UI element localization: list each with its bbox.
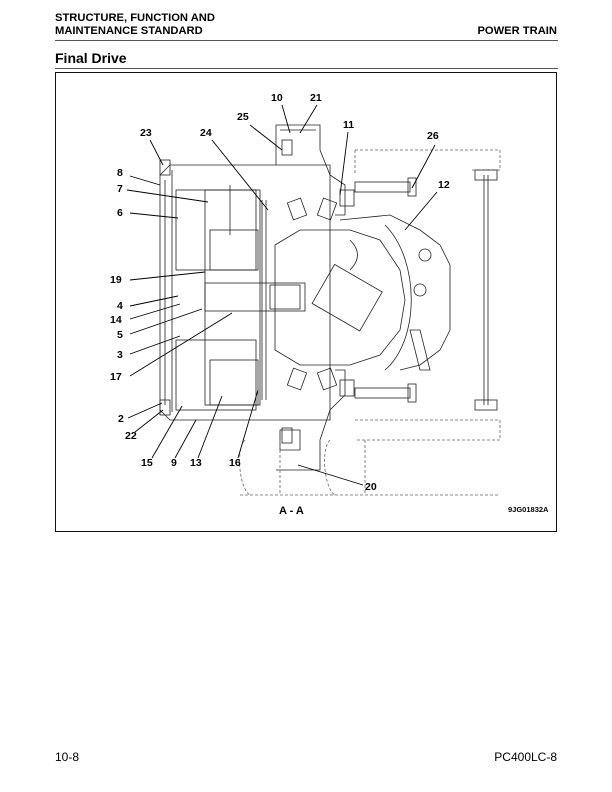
- track-frame: [239, 149, 501, 496]
- callout-14: 14: [110, 314, 122, 326]
- header-chapter: STRUCTURE, FUNCTION AND MAINTENANCE STAN…: [55, 12, 215, 38]
- title-divider: [55, 68, 558, 69]
- callout-17: 17: [110, 371, 122, 383]
- callout-4: 4: [117, 300, 123, 312]
- callout-5: 5: [117, 329, 123, 341]
- callout-8: 8: [117, 167, 123, 179]
- callout-7: 7: [117, 183, 123, 195]
- sun-shaft: [204, 200, 306, 400]
- header-divider: [55, 40, 558, 41]
- section-view-label: A - A: [279, 505, 304, 517]
- callout-22: 22: [125, 430, 137, 442]
- callout-20: 20: [365, 481, 377, 493]
- callout-6: 6: [117, 207, 123, 219]
- callout-25: 25: [237, 111, 249, 123]
- model-number: PC400LC-8: [494, 750, 557, 764]
- header-chapter-line2: MAINTENANCE STANDARD: [55, 25, 203, 37]
- section-title: Final Drive: [55, 50, 127, 66]
- header-chapter-line1: STRUCTURE, FUNCTION AND: [55, 12, 215, 24]
- planetary-carriers: [175, 189, 261, 411]
- callout-15: 15: [141, 457, 153, 469]
- mounting-bolts: [159, 139, 417, 444]
- callout-3: 3: [117, 349, 123, 361]
- callout-9: 9: [171, 457, 177, 469]
- callout-11: 11: [343, 119, 355, 131]
- figure-code: 9JG01832A: [508, 505, 549, 514]
- motor-housing: [274, 214, 451, 371]
- callout-2: 2: [118, 413, 124, 425]
- header-section: POWER TRAIN: [477, 25, 557, 37]
- callout-21: 21: [310, 92, 322, 104]
- callout-13: 13: [190, 457, 202, 469]
- sprocket-hub: [275, 124, 346, 471]
- figure-frame: [55, 72, 557, 532]
- leader-lines: [126, 104, 438, 486]
- callout-12: 12: [438, 179, 450, 191]
- callout-19: 19: [110, 274, 122, 286]
- callout-10: 10: [271, 92, 283, 104]
- bearings: [286, 189, 355, 397]
- callout-16: 16: [229, 457, 241, 469]
- cover-housing: [159, 164, 331, 421]
- callout-24: 24: [200, 127, 212, 139]
- callout-26: 26: [427, 130, 439, 142]
- page-number: 10-8: [55, 750, 80, 764]
- tie-rod: [474, 169, 498, 411]
- callout-23: 23: [140, 127, 152, 139]
